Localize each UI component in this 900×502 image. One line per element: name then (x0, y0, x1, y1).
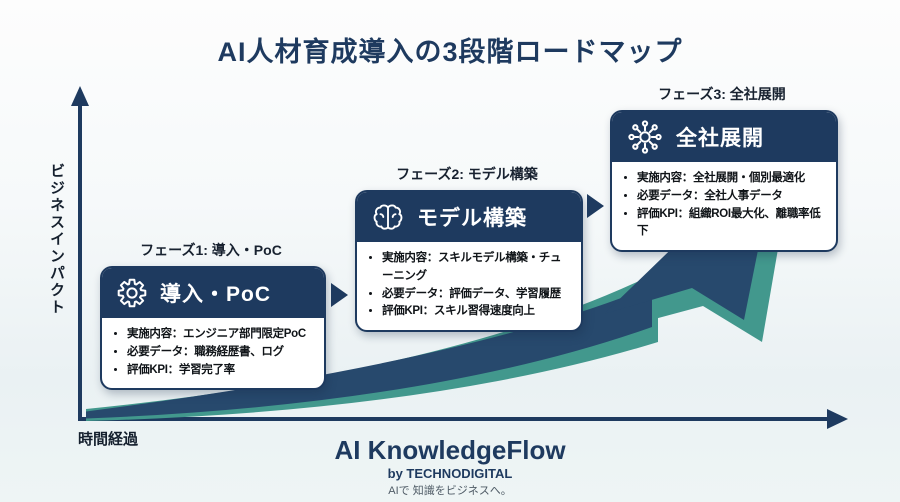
phase2-card-body: 実施内容：スキルモデル構築・チューニング 必要データ：評価データ、学習履歴 評価… (357, 242, 581, 330)
x-axis (78, 409, 848, 429)
phase2-card-title: モデル構築 (417, 207, 527, 230)
arrow-right-connector-1 (331, 283, 348, 307)
brand-name: AI KnowledgeFlow (334, 435, 566, 465)
brain-icon (373, 204, 403, 230)
y-axis (71, 86, 89, 421)
phase2-card: モデル構築 実施内容：スキルモデル構築・チューニング 必要データ：評価データ、学… (355, 190, 583, 333)
phase2-label: フェーズ2: モデル構築 (396, 166, 538, 182)
phase3-label: フェーズ3: 全社展開 (658, 86, 786, 102)
phase3-bullet: 必要データ：全社人事データ (637, 188, 826, 206)
brand-tagline: AIで 知識をビジネスへ。 (388, 484, 512, 497)
phase3-bullet: 評価KPI：組織ROI最大化、離職率低下 (637, 206, 826, 242)
page-title: AI人材育成導入の3段階ロードマップ (217, 37, 683, 67)
phase2-bullet: 評価KPI：スキル習得速度向上 (382, 303, 571, 321)
phase3-card-body: 実施内容：全社展開・個別最適化 必要データ：全社人事データ 評価KPI：組織RO… (612, 162, 836, 250)
x-axis-arrowhead-icon (827, 409, 848, 429)
phase2-card-header: モデル構築 (357, 192, 581, 242)
arrow-right-connector-2 (587, 194, 604, 218)
gear-icon (117, 278, 147, 308)
phase3-bullet: 実施内容：全社展開・個別最適化 (637, 170, 826, 188)
phase1-card-body: 実施内容：エンジニア部門限定PoC 必要データ：職務経歴書、ログ 評価KPI：学… (102, 318, 324, 388)
phase2-bullet: 実施内容：スキルモデル構築・チューニング (382, 250, 571, 286)
phase1-card: 導入・PoC 実施内容：エンジニア部門限定PoC 必要データ：職務経歴書、ログ … (100, 266, 326, 391)
y-axis-label: ビジネスインパクト (48, 163, 65, 316)
phase3-card-header: 全社展開 (612, 112, 836, 162)
network-icon (628, 120, 662, 154)
x-axis-label: 時間経過 (78, 431, 139, 448)
brand-byline: by TECHNODIGITAL (387, 465, 513, 481)
phase1-card-header: 導入・PoC (102, 268, 324, 318)
phase1-bullet: 評価KPI：学習完了率 (127, 362, 314, 380)
footer: AI KnowledgeFlow by TECHNODIGITAL AIで 知識… (0, 435, 900, 499)
phase1-card-title: 導入・PoC (160, 283, 271, 306)
phase1-bullet: 必要データ：職務経歴書、ログ (127, 344, 314, 362)
phase1-label: フェーズ1: 導入・PoC (140, 242, 282, 258)
phase3-card: 全社展開 実施内容：全社展開・個別最適化 必要データ：全社人事データ 評価KPI… (610, 110, 838, 253)
y-axis-arrowhead-icon (71, 86, 89, 106)
phase1-bullet: 実施内容：エンジニア部門限定PoC (127, 326, 314, 344)
phase2-bullet: 必要データ：評価データ、学習履歴 (382, 286, 571, 304)
phase3-card-title: 全社展開 (676, 127, 764, 150)
